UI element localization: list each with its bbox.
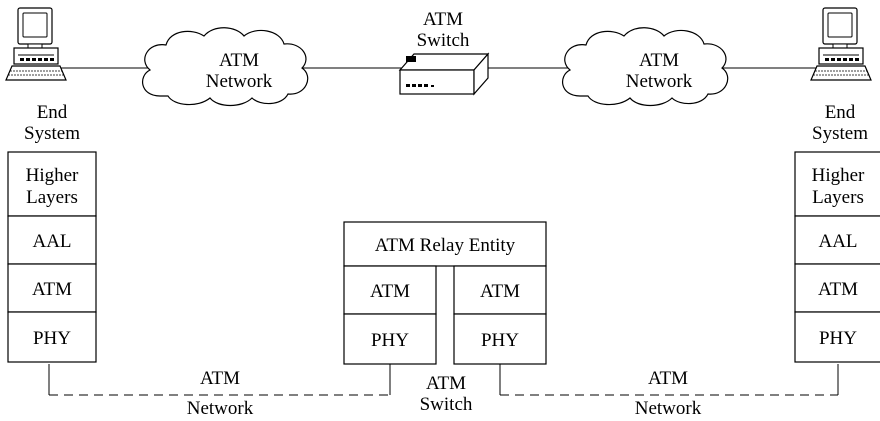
left-stack-higher-line2: Layers [26, 187, 78, 208]
left-computer-icon [5, 7, 67, 81]
right-cloud-icon [562, 27, 729, 107]
bottom-physical-links [48, 364, 839, 396]
top-switch-label-line1: ATM [423, 9, 463, 30]
right-end-system-label-line1: End [825, 102, 856, 123]
relay-left-atm: ATM [370, 281, 410, 302]
left-protocol-stack [7, 151, 97, 363]
relay-entity-title: ATM Relay Entity [375, 235, 516, 256]
left-end-system-label-line1: End [37, 102, 68, 123]
left-stack-aal: AAL [32, 231, 71, 252]
left-cloud-icon [142, 27, 309, 107]
bottom-left-network-line2: Network [187, 398, 254, 419]
relay-right-phy: PHY [481, 330, 519, 351]
right-cloud-label-line1: ATM [639, 50, 679, 71]
atm-relay-stack [343, 221, 547, 365]
left-stack-atm: ATM [32, 279, 72, 300]
left-cloud-label-line1: ATM [219, 50, 259, 71]
left-cloud-label-line2: Network [206, 71, 273, 92]
right-cloud-label-line2: Network [626, 71, 693, 92]
right-protocol-stack [794, 151, 880, 363]
relay-right-atm: ATM [480, 281, 520, 302]
bottom-right-network-line1: ATM [648, 368, 688, 389]
left-end-system-label-line2: System [24, 123, 80, 144]
relay-left-phy: PHY [371, 330, 409, 351]
left-stack-higher-line1: Higher [26, 165, 79, 186]
top-switch-label-line2: Switch [417, 30, 470, 51]
atm-switch-icon [398, 52, 490, 96]
bottom-left-network-line1: ATM [200, 368, 240, 389]
right-computer-icon [810, 7, 872, 81]
right-stack-aal: AAL [818, 231, 857, 252]
left-stack-phy: PHY [33, 328, 71, 349]
right-stack-higher-line2: Layers [812, 187, 864, 208]
right-stack-higher-line1: Higher [812, 165, 865, 186]
right-stack-atm: ATM [818, 279, 858, 300]
bottom-right-network-line2: Network [635, 398, 702, 419]
right-stack-phy: PHY [819, 328, 857, 349]
right-end-system-label-line2: System [812, 123, 868, 144]
bottom-switch-line2: Switch [420, 394, 473, 415]
bottom-switch-line1: ATM [426, 373, 466, 394]
